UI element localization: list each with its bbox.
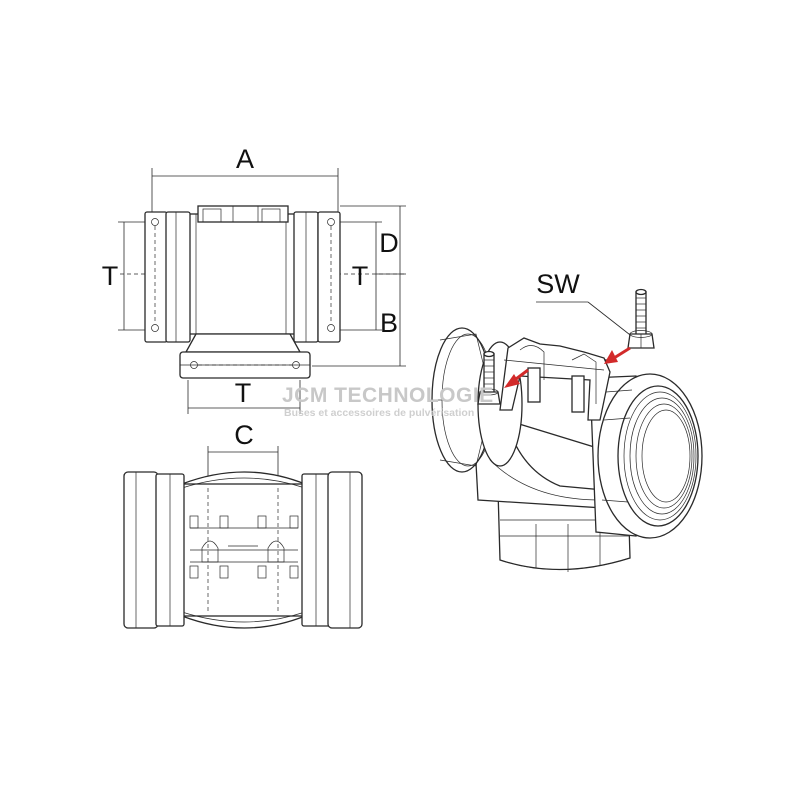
label-d: D bbox=[379, 228, 399, 258]
sw-callout: SW bbox=[536, 269, 635, 339]
top-view: C bbox=[123, 420, 363, 629]
dimension-a: A bbox=[151, 144, 339, 212]
watermark: JCM TECHNOLOGIE Buses et accessoires de … bbox=[282, 384, 494, 419]
label-t-bottom: T bbox=[235, 378, 252, 408]
saddle-bolt bbox=[477, 350, 501, 405]
dimension-t-center: T bbox=[340, 221, 382, 331]
dimension-c: C bbox=[207, 420, 279, 488]
watermark-title: JCM TECHNOLOGIE bbox=[282, 384, 494, 407]
label-c: C bbox=[234, 420, 254, 450]
arrow-right bbox=[604, 346, 631, 364]
arrow-left bbox=[504, 368, 529, 388]
isometric-view: SW bbox=[431, 269, 703, 572]
watermark-subtitle: Buses et accessoires de pulvérisation bbox=[284, 407, 474, 419]
label-a: A bbox=[236, 144, 254, 174]
label-t-left: T bbox=[102, 261, 119, 291]
dimension-d-b: D B bbox=[312, 205, 406, 367]
clip-saddle bbox=[499, 337, 611, 421]
label-t-center: T bbox=[352, 261, 369, 291]
dimension-t-left: T bbox=[102, 221, 146, 331]
dimension-t-bottom: T bbox=[187, 378, 301, 414]
right-socket bbox=[589, 373, 703, 539]
loose-bolt bbox=[627, 288, 655, 349]
front-view: A T bbox=[102, 144, 406, 414]
label-sw: SW bbox=[536, 269, 580, 299]
label-b: B bbox=[380, 308, 398, 338]
clip-detail bbox=[189, 515, 299, 579]
